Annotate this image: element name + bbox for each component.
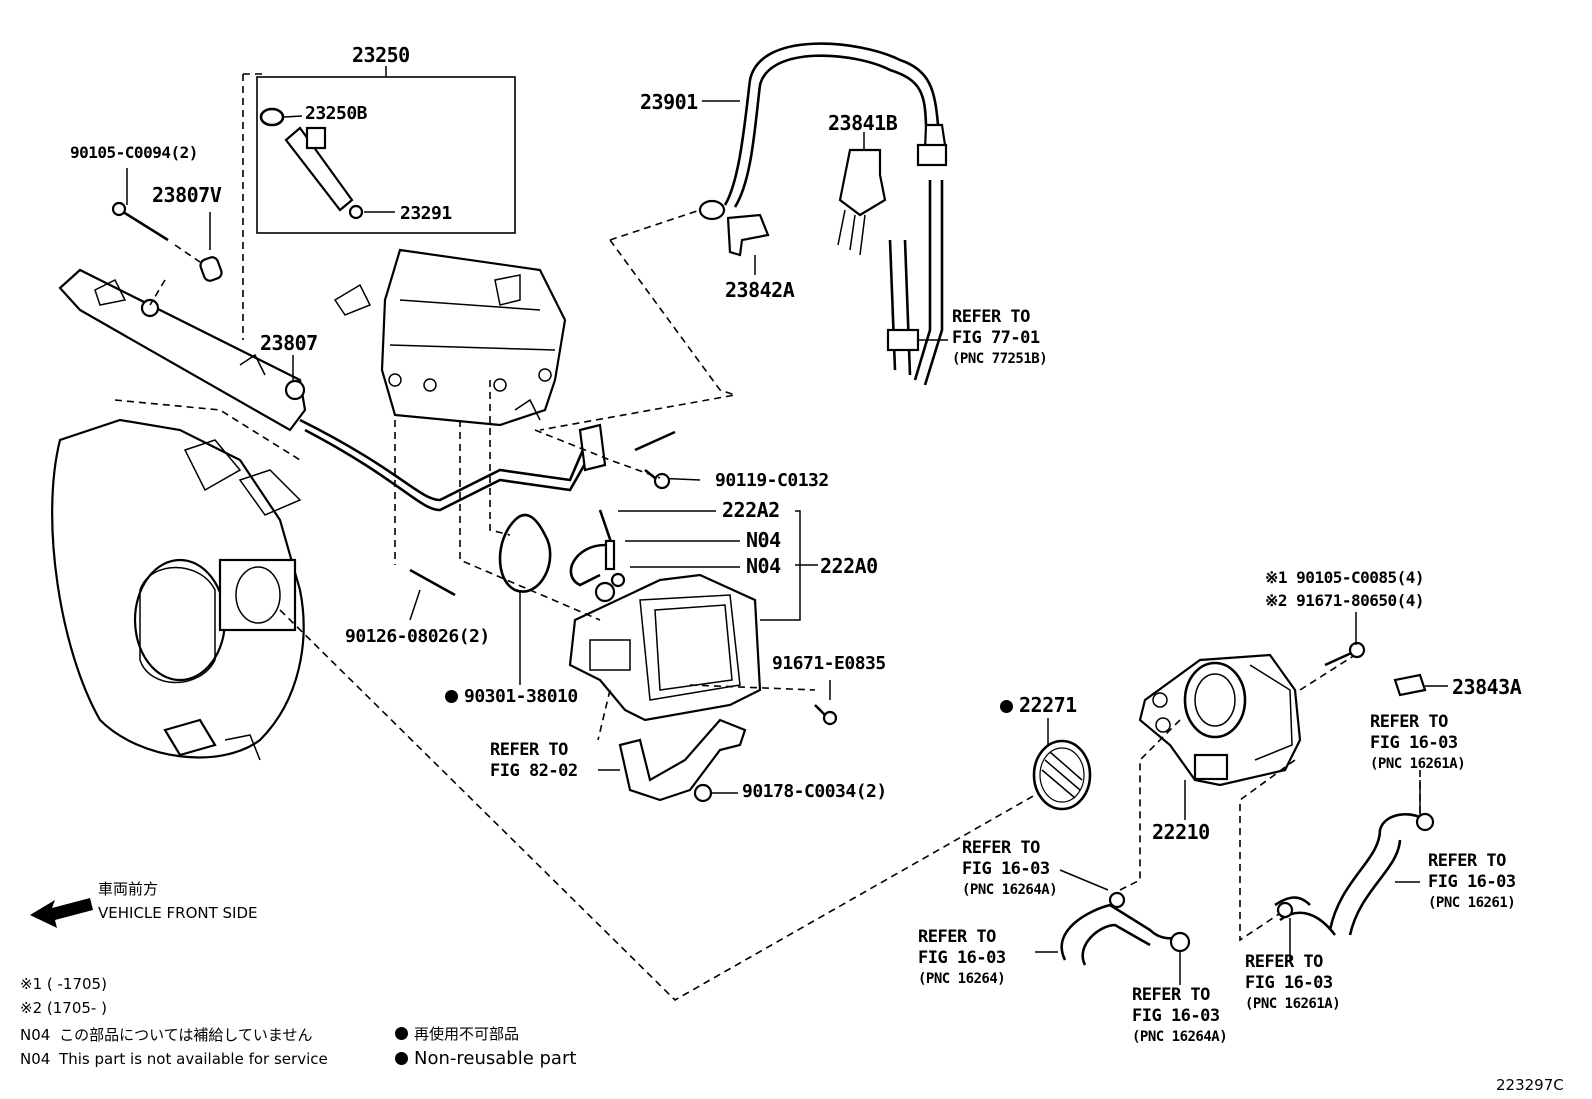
label-90126-08026: 90126-08026(2) [345, 626, 490, 647]
ref-fig-16-03-c: REFER TO FIG 16-03 (PNC 16261) [1428, 851, 1516, 914]
label-23843a: 23843A [1452, 675, 1522, 699]
ref-line2: FIG 16-03 [962, 859, 1050, 879]
legend-nonreuse-jp-text: 再使用不可部品 [414, 1025, 520, 1043]
intake-manifold [51, 418, 305, 761]
legend-n04-text: This part is not available for service [59, 1050, 328, 1068]
label-n04-upper: N04 [746, 528, 781, 552]
ref-pnc: (PNC 77251B) [952, 351, 1048, 367]
ref-line2: FIG 16-03 [918, 948, 1006, 968]
label-22271-text: 22271 [1019, 693, 1077, 717]
label-23842a: 23842A [725, 278, 795, 302]
legend-n04-en: N04 This part is not available for servi… [20, 1052, 328, 1067]
ref-line1: REFER TO [1245, 952, 1323, 972]
legend-note2: ※2 (1705- ) [20, 999, 107, 1017]
label-90301-38010: 90301-38010 [445, 688, 578, 706]
label-90178-c0034: 90178-C0034(2) [742, 781, 887, 802]
ref-line1: REFER TO [1370, 712, 1448, 732]
direction-en: VEHICLE FRONT SIDE [98, 904, 258, 922]
diagram-id: 223297C [1496, 1076, 1564, 1094]
label-22210: 22210 [1152, 820, 1210, 844]
ref-pnc: (PNC 16261A) [1245, 996, 1341, 1012]
ref-line2: FIG 16-03 [1428, 872, 1516, 892]
ref-line1: REFER TO [1428, 851, 1506, 871]
ref-fig-16-03-a: REFER TO FIG 16-03 (PNC 16261A) [1370, 712, 1466, 775]
ref-pnc: (PNC 16264A) [1132, 1029, 1228, 1045]
label-90301-38010-text: 90301-38010 [464, 686, 578, 707]
legend-n04-code: N04 [20, 1050, 51, 1068]
legend-n04-jp: N04 この部品については補給していません [20, 1028, 312, 1043]
legend-n04-text: この部品については補給していません [59, 1026, 313, 1044]
ref-line2: FIG 16-03 [1245, 973, 1333, 993]
label-90105-c0085: ※1 90105-C0085(4) [1265, 568, 1425, 587]
throttle-body [1138, 653, 1302, 787]
ref-fig-82-02: REFER TO FIG 82-02 [490, 740, 578, 782]
ref-line2: FIG 82-02 [490, 761, 578, 781]
label-23291: 23291 [400, 203, 452, 224]
ref-pnc: (PNC 16261A) [1370, 756, 1466, 772]
filled-circle-icon [395, 1052, 408, 1065]
legend-nonreuse-en: Non-reusable part [395, 1050, 576, 1068]
ref-fig-16-03-b: REFER TO FIG 16-03 (PNC 16264A) [962, 838, 1058, 901]
ref-fig-16-03-e: REFER TO FIG 16-03 (PNC 16264A) [1132, 985, 1228, 1048]
ref-line1: REFER TO [918, 927, 996, 947]
non-reusable-bullet-icon [1000, 700, 1013, 713]
legend-nonreuse-jp: 再使用不可部品 [395, 1027, 519, 1042]
filled-circle-icon [395, 1027, 408, 1040]
label-22271: 22271 [1000, 695, 1077, 715]
ref-line1: REFER TO [962, 838, 1040, 858]
label-91671-e0835: 91671-E0835 [772, 653, 886, 674]
ref-line1: REFER TO [490, 740, 568, 760]
etc-actuator [568, 509, 762, 722]
ref-pnc: (PNC 16261) [1428, 895, 1516, 911]
label-23807: 23807 [260, 331, 318, 355]
label-23250: 23250 [352, 43, 410, 67]
ref-pnc: (PNC 16264) [918, 971, 1006, 987]
ref-line2: FIG 16-03 [1370, 733, 1458, 753]
arrow-left-icon [30, 898, 93, 928]
cylinder-head [333, 248, 567, 427]
label-91671-80650: ※2 91671-80650(4) [1265, 591, 1425, 610]
label-23841b: 23841B [828, 111, 898, 135]
label-n04-lower: N04 [746, 554, 781, 578]
label-90119-c0132: 90119-C0132 [715, 470, 829, 491]
fuel-rail [58, 268, 592, 512]
legend-nonreuse-en-text: Non-reusable part [414, 1048, 577, 1069]
ref-fig-16-03-f: REFER TO FIG 16-03 (PNC 16261A) [1245, 952, 1341, 1015]
label-23807v: 23807V [152, 183, 222, 207]
label-23250b: 23250B [305, 103, 368, 124]
ref-fig-16-03-d: REFER TO FIG 16-03 (PNC 16264) [918, 927, 1006, 990]
ref-pnc: (PNC 16264A) [962, 882, 1058, 898]
label-90105-c0094: 90105-C0094(2) [70, 143, 198, 162]
legend-note1: ※1 ( -1705) [20, 975, 107, 993]
ref-line1: REFER TO [1132, 985, 1210, 1005]
label-222a2: 222A2 [722, 498, 780, 522]
ref-line2: FIG 16-03 [1132, 1006, 1220, 1026]
non-reusable-bullet-icon [445, 690, 458, 703]
injector-box [256, 66, 516, 234]
label-23901: 23901 [640, 90, 698, 114]
label-222a0: 222A0 [820, 554, 878, 578]
ref-line2: FIG 77-01 [952, 328, 1040, 348]
direction-jp: 車両前方 [98, 880, 159, 898]
legend-n04-code: N04 [20, 1026, 51, 1044]
ref-line1: REFER TO [952, 307, 1030, 327]
ref-fig-77-01: REFER TO FIG 77-01 (PNC 77251B) [952, 307, 1048, 370]
